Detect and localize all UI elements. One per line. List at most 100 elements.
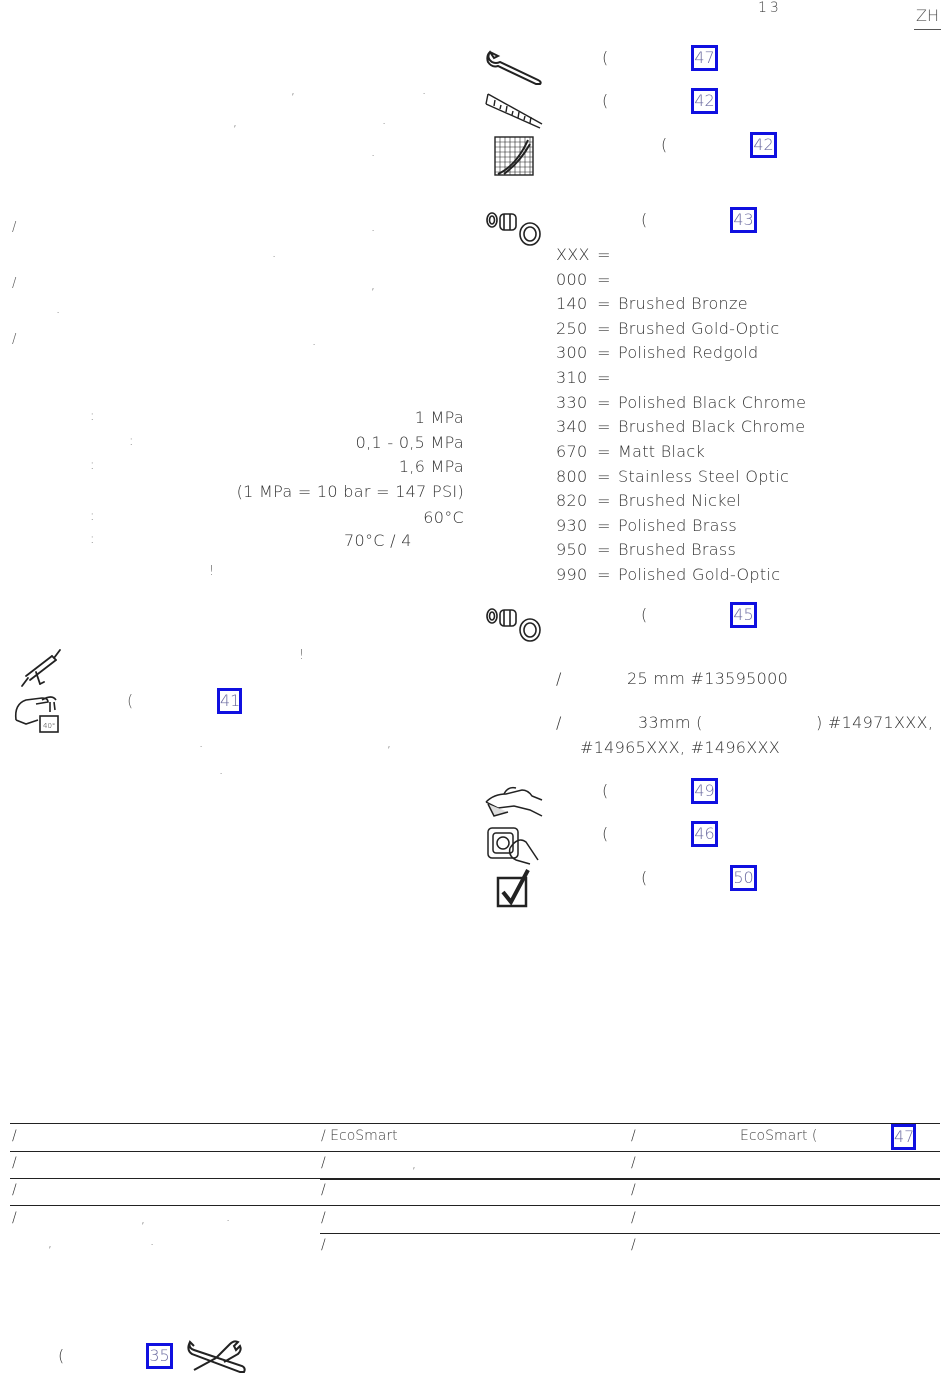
- spec-value-2: 0,1 - 0,5 MPa: [355, 433, 464, 452]
- svg-text:40°: 40°: [43, 722, 55, 730]
- operation-page-ref[interactable]: 46: [691, 821, 718, 847]
- intro-mark-3: ,: [233, 115, 238, 130]
- table-cell-mark: .: [226, 1210, 231, 1225]
- dimensions-paren: (: [602, 91, 609, 110]
- table-rule-4: [320, 1233, 940, 1234]
- language-code: ZH: [916, 6, 939, 25]
- table-cell-remedy: /: [631, 1128, 636, 1144]
- table-cell-cause: /: [12, 1155, 17, 1171]
- finish-paren: (: [641, 210, 648, 229]
- parts-icon: [486, 212, 541, 246]
- checkmark-icon: [496, 869, 530, 908]
- flow-paren: (: [661, 135, 668, 154]
- spec-colon-6: :: [90, 532, 95, 547]
- table-rule-1: [10, 1151, 940, 1152]
- finish-row: 140=Brushed Bronze: [556, 294, 748, 313]
- table-cell-reason: /: [321, 1210, 326, 1226]
- finish-page-ref[interactable]: 43: [730, 207, 757, 233]
- finish-row: 930=Polished Brass: [556, 516, 738, 535]
- spec-value-1: 1 MPa: [414, 408, 464, 427]
- table-cell-reason: /: [321, 1155, 326, 1171]
- table-rule-2: [320, 1178, 940, 1180]
- flush-page-ref[interactable]: 41: [217, 688, 242, 714]
- flush-mark-3: .: [219, 763, 224, 778]
- spec-value-3: 1,6 MPa: [398, 457, 464, 476]
- finish-row: 670=Matt Black: [556, 442, 706, 461]
- parts-paren: (: [641, 605, 648, 624]
- finish-row: 820=Brushed Nickel: [556, 491, 742, 510]
- bullet-slash-2: /: [12, 276, 17, 291]
- table-cell-reason: /: [321, 1182, 326, 1198]
- tools-icon: [187, 1340, 246, 1373]
- table-cell-cause: /: [12, 1210, 17, 1226]
- flush-mark-1: .: [199, 736, 204, 751]
- cleaning-paren: (: [602, 781, 609, 800]
- spare-parts-icon: [486, 608, 541, 642]
- silicone-gun-icon: [21, 649, 61, 687]
- service-page-ref[interactable]: 47: [691, 45, 718, 71]
- table-cell-mark: .: [150, 1234, 155, 1249]
- accessory-2-b: ) #14971XXX,: [816, 713, 934, 732]
- spec-colon-2: :: [129, 434, 134, 449]
- accessory-1-slash: /: [556, 669, 562, 688]
- finish-row: 950=Brushed Brass: [556, 540, 737, 559]
- spec-colon-3: :: [90, 458, 95, 473]
- table-page-ref[interactable]: 47: [891, 1124, 916, 1150]
- dimensions-page-ref[interactable]: 42: [691, 88, 718, 114]
- table-cell-reason: / EcoSmart: [321, 1128, 398, 1144]
- finish-row: 340=Brushed Black Chrome: [556, 417, 806, 436]
- bullet-mark-2: .: [272, 246, 277, 261]
- finish-row: 250=Brushed Gold-Optic: [556, 319, 780, 338]
- bullet-slash-1: /: [12, 220, 17, 235]
- bullet-mark-5: .: [312, 334, 317, 349]
- table-cell-mark: ,: [412, 1157, 417, 1172]
- table-cell-cause: /: [12, 1182, 17, 1198]
- finish-row: 330=Polished Black Chrome: [556, 393, 807, 412]
- table-cell-remedy: /: [631, 1155, 636, 1171]
- bullet-mark-1: .: [371, 220, 376, 235]
- bullet-mark-3: ,: [371, 278, 376, 293]
- flushing-hand-icon: 40°: [14, 696, 59, 733]
- table-cell-reason: /: [321, 1237, 326, 1253]
- table-top-rule: [10, 1123, 940, 1124]
- accessory-1: 25 mm #13595000: [627, 669, 789, 688]
- spec-colon-1: :: [90, 409, 95, 424]
- table-cell-remedy-text: EcoSmart (: [740, 1128, 818, 1144]
- flow-diagram-icon: [494, 136, 534, 176]
- table-cell-remedy: /: [631, 1182, 636, 1198]
- spec-value-5: 60°C: [423, 508, 464, 527]
- intro-mark-5: .: [371, 145, 376, 160]
- test-page-ref[interactable]: 50: [730, 865, 757, 891]
- ruler-icon: [485, 93, 543, 129]
- intro-mark-4: .: [382, 113, 387, 128]
- finish-row: 300=Polished Redgold: [556, 343, 759, 362]
- table-rule-3: [10, 1205, 940, 1206]
- footer-paren: (: [58, 1346, 65, 1365]
- table-rule-2a: [10, 1178, 320, 1179]
- finish-row: XXX=: [556, 245, 611, 264]
- finish-row: 800=Stainless Steel Optic: [556, 467, 790, 486]
- warning-mark: !: [209, 564, 215, 579]
- finish-row: 000=: [556, 270, 611, 289]
- table-cell-mark: ,: [48, 1236, 53, 1251]
- parts-page-ref[interactable]: 45: [730, 602, 757, 628]
- silicone-mark: !: [299, 648, 305, 663]
- flow-page-ref[interactable]: 42: [750, 132, 777, 158]
- footer-page-ref[interactable]: 35: [146, 1343, 173, 1369]
- spec-value-4: (1 MPa = 10 bar = 147 PSI): [236, 482, 464, 501]
- table-cell-cause: /: [12, 1128, 17, 1144]
- spec-value-6: 70°C / 4: [344, 531, 412, 550]
- table-cell-remedy: /: [631, 1210, 636, 1226]
- intro-mark-2: .: [422, 83, 427, 98]
- flush-mark-2: ,: [387, 736, 392, 751]
- finish-row: 990=Polished Gold-Optic: [556, 565, 781, 584]
- accessory-2-c: #14965XXX, #1496XXX: [580, 738, 781, 757]
- page-number: 13: [758, 0, 782, 16]
- language-underline: [914, 29, 941, 30]
- accessory-2-slash: /: [556, 713, 562, 732]
- cleaning-page-ref[interactable]: 49: [691, 778, 718, 804]
- operation-paren: (: [602, 824, 609, 843]
- test-paren: (: [641, 868, 648, 887]
- table-cell-mark: ,: [141, 1212, 146, 1227]
- accessory-2-a: 33mm (: [638, 713, 703, 732]
